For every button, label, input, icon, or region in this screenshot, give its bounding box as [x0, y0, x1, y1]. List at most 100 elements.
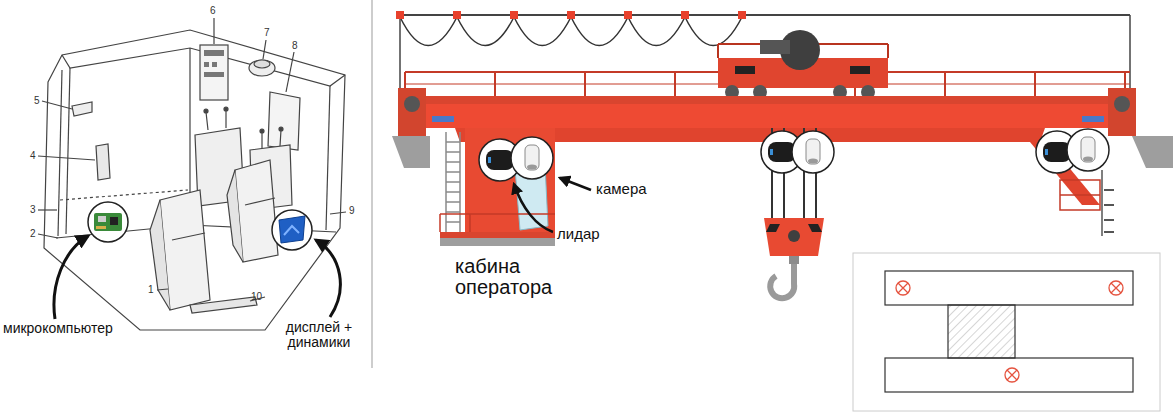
callout-number: 1	[148, 284, 154, 295]
power-cable	[453, 11, 461, 19]
power-cable	[400, 17, 457, 46]
operator-cabin	[440, 232, 555, 238]
component-label: микрокомпьютер	[3, 321, 113, 336]
cabin-drawing	[190, 297, 257, 313]
microcomputer-icon	[94, 213, 122, 231]
crane-girder	[1082, 116, 1104, 122]
callout-arrow	[54, 236, 340, 319]
trolley	[717, 44, 719, 58]
cabin-drawing	[38, 209, 57, 210]
sensor-icons	[792, 131, 834, 173]
sensor-label: камера	[596, 181, 647, 197]
operator-cabin	[440, 213, 555, 215]
callout-number: 7	[264, 27, 270, 38]
operator-cabin	[446, 181, 460, 183]
hook-block	[789, 256, 799, 264]
right-platform	[1104, 231, 1114, 233]
operator-cabin	[446, 191, 460, 193]
component-label: дисплей + динамики	[268, 320, 370, 349]
operator-cabin	[446, 221, 460, 223]
power-cable	[457, 17, 514, 46]
microcomputer-icon	[96, 226, 106, 229]
cabin-drawing	[224, 107, 228, 111]
microcomputer-icon	[110, 217, 118, 225]
cabin-label: кабина оператора	[455, 256, 577, 298]
callout-number: 2	[30, 228, 36, 239]
plan-schematic	[1005, 368, 1019, 382]
divider-line	[371, 0, 373, 368]
cabin-drawing	[200, 45, 228, 100]
cabin-drawing	[172, 233, 205, 240]
crane-girder	[400, 96, 1135, 104]
power-cable	[628, 17, 685, 46]
plan-schematic	[896, 281, 1123, 382]
cabin-drawing	[227, 170, 243, 262]
cabin-drawing	[204, 62, 209, 67]
cabin-drawing	[204, 50, 224, 56]
operator-cabin	[446, 161, 460, 163]
crane-girder	[392, 136, 430, 168]
power-cable	[1129, 15, 1131, 90]
power-cable	[400, 17, 742, 46]
crane-girder	[410, 104, 1125, 128]
power-cable	[399, 15, 401, 90]
right-platform	[1104, 189, 1114, 191]
cabin-drawing	[204, 72, 224, 77]
hook-block	[764, 218, 824, 256]
plan-schematic	[853, 253, 1160, 411]
cabin-drawing	[38, 156, 95, 160]
cabin-drawing	[66, 68, 70, 234]
crane-girder	[1108, 88, 1136, 136]
crane-girder	[398, 88, 426, 136]
operator-cabin	[440, 128, 555, 246]
callout-number: 9	[349, 205, 355, 216]
power-cable	[400, 14, 1130, 16]
plan-schematic	[948, 305, 1015, 358]
power-cable	[738, 11, 746, 19]
trolley	[718, 30, 888, 99]
hook-block	[788, 230, 800, 242]
sensor-icons	[511, 137, 553, 179]
crane-railing	[494, 72, 496, 96]
power-cable	[681, 11, 689, 19]
right-platform	[1104, 190, 1114, 232]
callout-number: 8	[292, 40, 298, 51]
plan-schematic	[853, 253, 1160, 411]
microcomputer-icon	[98, 216, 106, 222]
cabin-drawing	[330, 212, 346, 214]
power-cable	[514, 17, 571, 46]
display-icon	[272, 210, 312, 250]
cabin-drawing	[268, 92, 300, 150]
plan-schematic	[1109, 281, 1123, 295]
display-icon	[272, 210, 312, 250]
right-platform	[1060, 180, 1100, 210]
cabin-drawing	[279, 127, 283, 131]
cabin-drawing	[42, 101, 72, 109]
callout-number: 10	[251, 291, 262, 302]
callout-number: 6	[210, 5, 216, 16]
operator-cabin	[469, 214, 471, 232]
right-platform	[1101, 170, 1103, 236]
microcomputer-icon	[88, 202, 128, 242]
cabin-drawing	[212, 62, 217, 67]
cabin-drawing	[58, 70, 62, 236]
right-platform	[1060, 180, 1100, 210]
operator-cabin	[439, 214, 441, 232]
right-platform	[1104, 204, 1114, 206]
cabin-drawing	[326, 86, 330, 230]
sensor-icons	[1067, 129, 1109, 171]
plan-schematic	[898, 283, 908, 293]
callout-number: 3	[30, 204, 36, 215]
callout-number: 5	[34, 95, 40, 106]
power-cable	[685, 17, 742, 46]
operator-cabin	[446, 201, 460, 203]
callout-arrow	[316, 240, 340, 317]
crane-railing	[674, 72, 676, 96]
cabin-drawing	[263, 40, 266, 59]
trolley	[850, 66, 870, 74]
cabin-drawing	[157, 289, 168, 290]
operator-cabin	[446, 171, 460, 173]
power-cable	[396, 11, 746, 19]
operator-cabin	[446, 132, 460, 232]
